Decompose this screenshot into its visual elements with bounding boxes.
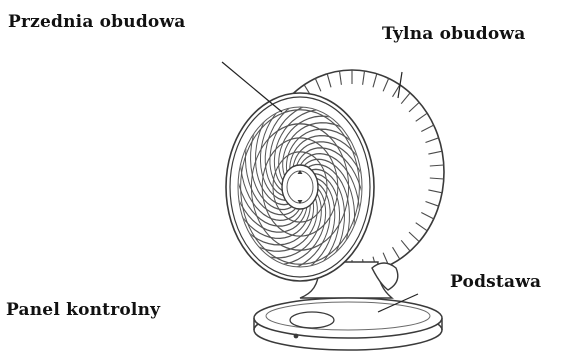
control-button <box>294 334 299 339</box>
label-rear-housing: Tylna obudowa <box>382 24 525 44</box>
leader-line-front <box>222 62 282 112</box>
label-front-housing: Przednia obudowa <box>8 12 186 32</box>
center-hub <box>282 165 318 209</box>
fan-base <box>254 298 442 350</box>
label-control-panel: Panel kontrolny <box>6 300 160 320</box>
label-base: Podstawa <box>450 272 541 292</box>
control-panel-display <box>290 312 334 328</box>
